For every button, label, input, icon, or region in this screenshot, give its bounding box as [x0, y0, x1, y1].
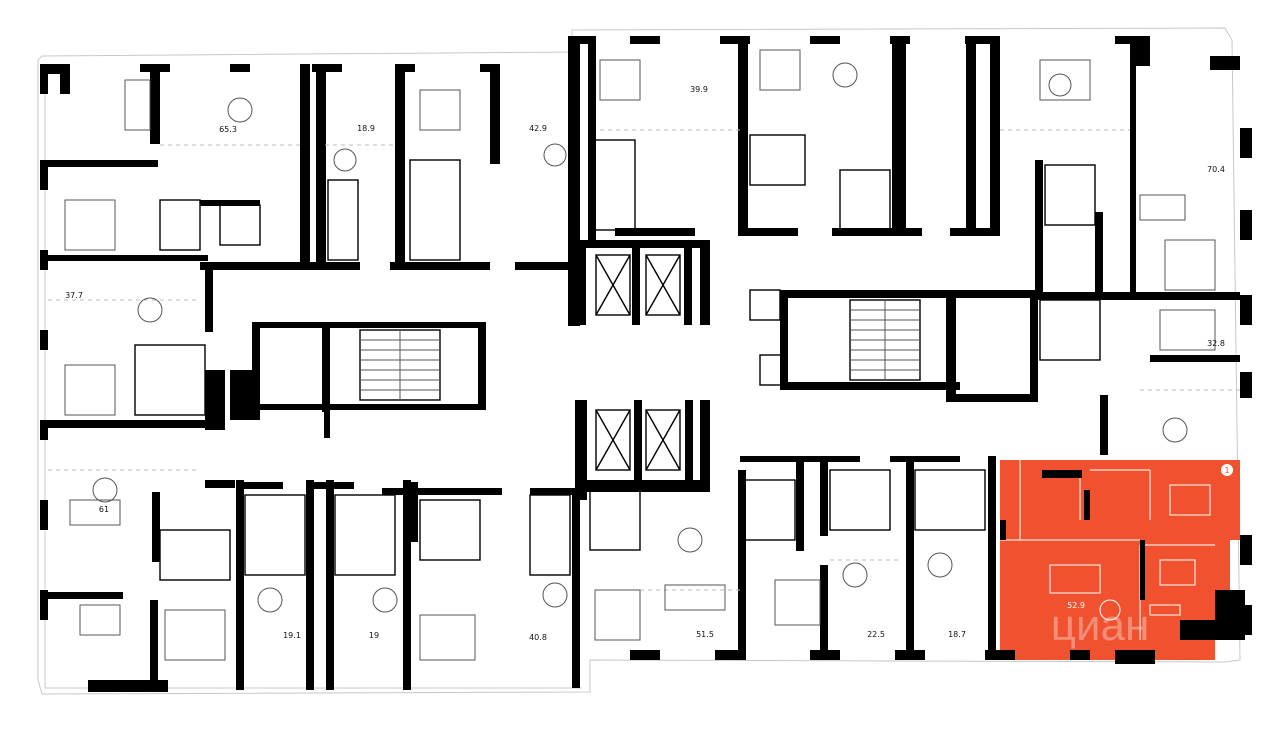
structural-walls: [40, 36, 1252, 692]
area-label-42-9: 42.9: [529, 124, 547, 133]
area-label-37-7: 37.7: [65, 291, 83, 300]
highlighted-apartment-52-9[interactable]: 1 циан: [1000, 460, 1240, 660]
apartment-badge: [1221, 464, 1233, 476]
elevator-shafts: [595, 254, 681, 471]
area-label-18-9: 18.9: [357, 124, 375, 133]
apartment-area-labels: 65.3 18.9 42.9 39.9 70.4 37.7 32.8 61 19…: [65, 85, 1225, 642]
staircase-left: [359, 329, 441, 401]
highlighted-apartment-walls: [1000, 470, 1145, 600]
apartment-badge-label: 1: [1224, 466, 1229, 475]
area-label-32-8: 32.8: [1207, 339, 1225, 348]
furniture: [64, 49, 1216, 661]
area-label-19-1: 19.1: [283, 631, 301, 640]
area-label-19: 19: [369, 631, 379, 640]
interior-partitions: [48, 129, 1240, 591]
area-label-52-9: 52.9: [1067, 601, 1085, 610]
area-label-65-3: 65.3: [219, 125, 237, 134]
area-label-70-4: 70.4: [1207, 165, 1225, 174]
area-label-51-5: 51.5: [696, 630, 714, 639]
area-label-39-9: 39.9: [690, 85, 708, 94]
watermark-logo: циан: [1051, 601, 1150, 650]
area-label-40-8: 40.8: [529, 633, 547, 642]
area-label-18-7: 18.7: [948, 630, 966, 639]
area-label-22-5: 22.5: [867, 630, 885, 639]
staircase-right: [849, 299, 921, 381]
area-label-61: 61: [99, 505, 109, 514]
